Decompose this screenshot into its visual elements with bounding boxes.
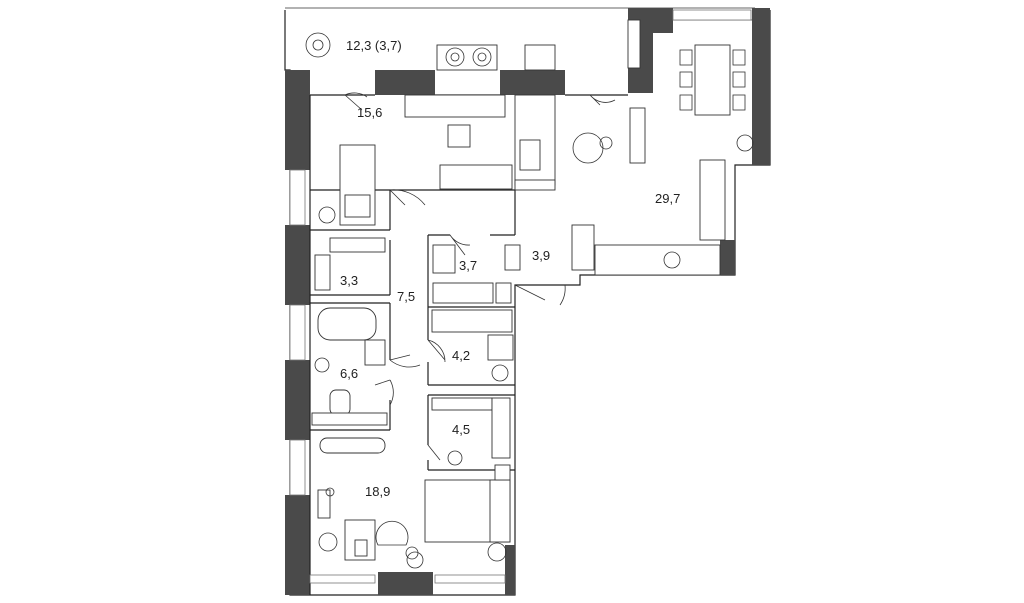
windows <box>289 9 752 584</box>
room-label-wardrobe-small: 3,3 <box>340 273 358 288</box>
wc-fixtures <box>432 244 521 304</box>
doors <box>344 92 616 461</box>
room-label-hall: 7,5 <box>397 289 415 304</box>
room-label-storage: 4,2 <box>452 348 470 363</box>
balcony-furniture <box>305 19 641 71</box>
room-label-wc: 3,7 <box>459 258 477 273</box>
plant-icons <box>312 39 754 560</box>
room-label-bathroom: 6,6 <box>340 366 358 381</box>
room-label-balcony: 12,3 (3,7) <box>346 38 402 53</box>
room-label-living-kitchen: 29,7 <box>655 191 680 206</box>
living-furniture <box>514 44 746 276</box>
bathroom-fixtures <box>311 307 388 426</box>
wardrobe-large-furniture <box>431 397 511 466</box>
room-label-master-bedroom: 18,9 <box>365 484 390 499</box>
wardrobe-small-furniture <box>314 237 386 291</box>
bedroom-furniture <box>318 94 513 226</box>
room-label-entry: 3,9 <box>532 248 550 263</box>
partitions <box>309 94 628 595</box>
master-bedroom-furniture <box>317 437 511 569</box>
room-label-bedroom-left: 15,6 <box>357 105 382 120</box>
room-labels: 12,3 (3,7) 15,6 29,7 3,3 7,5 3,7 3,9 6,6… <box>340 38 680 499</box>
room-label-wardrobe-large: 4,5 <box>452 422 470 437</box>
storage-fixtures <box>431 309 514 382</box>
